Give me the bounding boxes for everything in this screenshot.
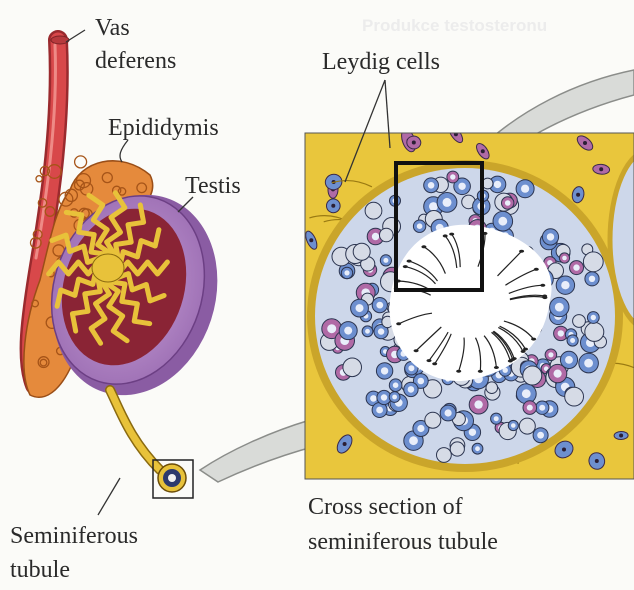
label-vas-deferens-2: deferens	[95, 48, 176, 74]
label-epididymis: Epididymis	[108, 115, 219, 141]
label-vas-deferens-1: Vas	[95, 15, 130, 41]
label-testis: Testis	[185, 173, 241, 199]
label-cross-section-1: Cross section of	[308, 494, 463, 520]
label-leydig-cells: Leydig cells	[322, 49, 440, 75]
label-seminiferous-2: tubule	[10, 557, 70, 583]
label-cross-section-2: seminiferous tubule	[308, 529, 498, 555]
cross-section-panel	[303, 124, 634, 479]
label-seminiferous-1: Seminiferous	[10, 523, 138, 549]
callout-arrow-bottom	[200, 420, 316, 482]
seminiferous-tubule-strand	[110, 390, 193, 498]
watermark-text: Produkce testosteronu	[362, 16, 547, 35]
